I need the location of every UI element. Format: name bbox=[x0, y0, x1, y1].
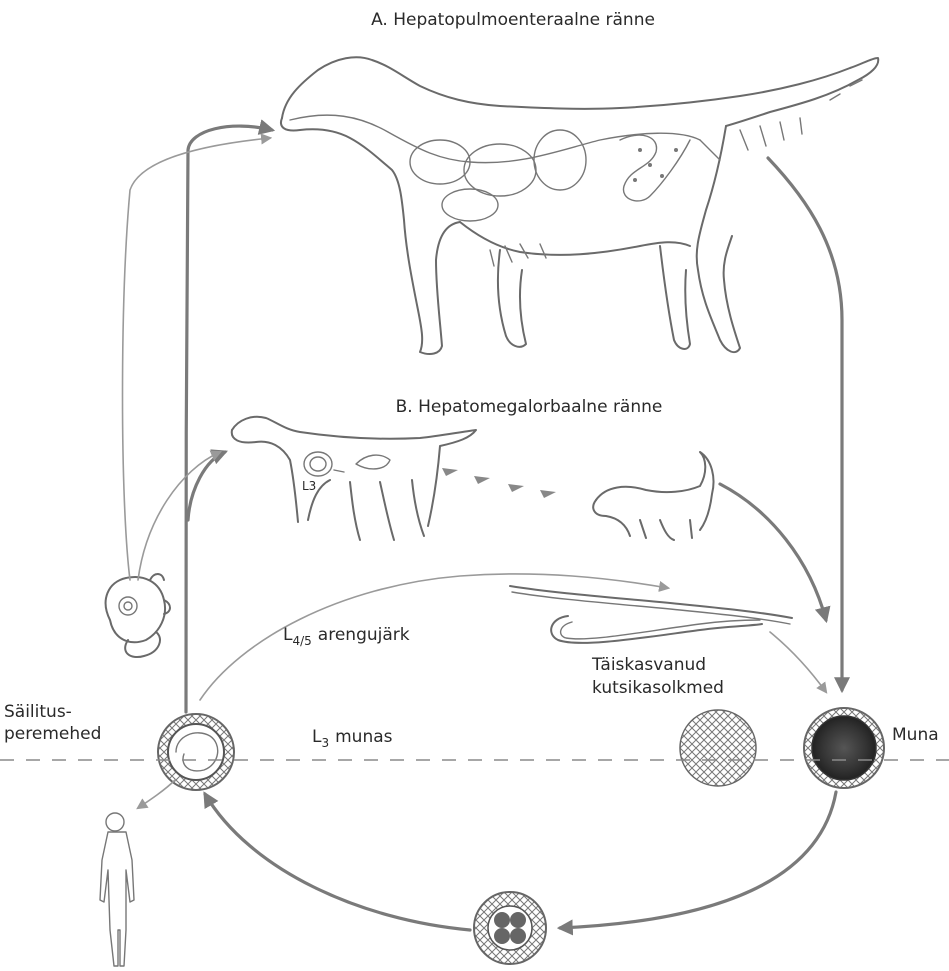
puppy-illustration bbox=[593, 452, 713, 540]
transmission-dashes bbox=[442, 468, 556, 498]
egg-fresh bbox=[804, 708, 884, 788]
human-illustration bbox=[100, 813, 134, 966]
label-paratenic-line2: peremehed bbox=[4, 724, 101, 744]
mouse-illustration bbox=[106, 574, 170, 657]
label-paratenic-line1: Säilitus- bbox=[4, 702, 72, 722]
label-adults-line1: Täiskasvanud bbox=[591, 655, 706, 675]
dog-large-illustration bbox=[281, 57, 878, 354]
title-a: A. Hepatopulmoenteraalne ränne bbox=[371, 10, 655, 30]
egg-embryonating bbox=[680, 710, 756, 786]
label-adults-line2: kutsikasolkmed bbox=[592, 678, 724, 698]
label-egg: Muna bbox=[892, 725, 939, 745]
label-l3-pup: L3 bbox=[302, 479, 316, 493]
dog-pregnant-illustration: L3 bbox=[232, 417, 476, 540]
egg-l3 bbox=[158, 714, 234, 790]
cycle-arrows bbox=[123, 126, 843, 930]
adult-worms-illustration bbox=[510, 586, 792, 643]
egg-cleaving bbox=[474, 892, 546, 964]
title-b: B. Hepatomegalorbaalne ränne bbox=[396, 397, 663, 417]
